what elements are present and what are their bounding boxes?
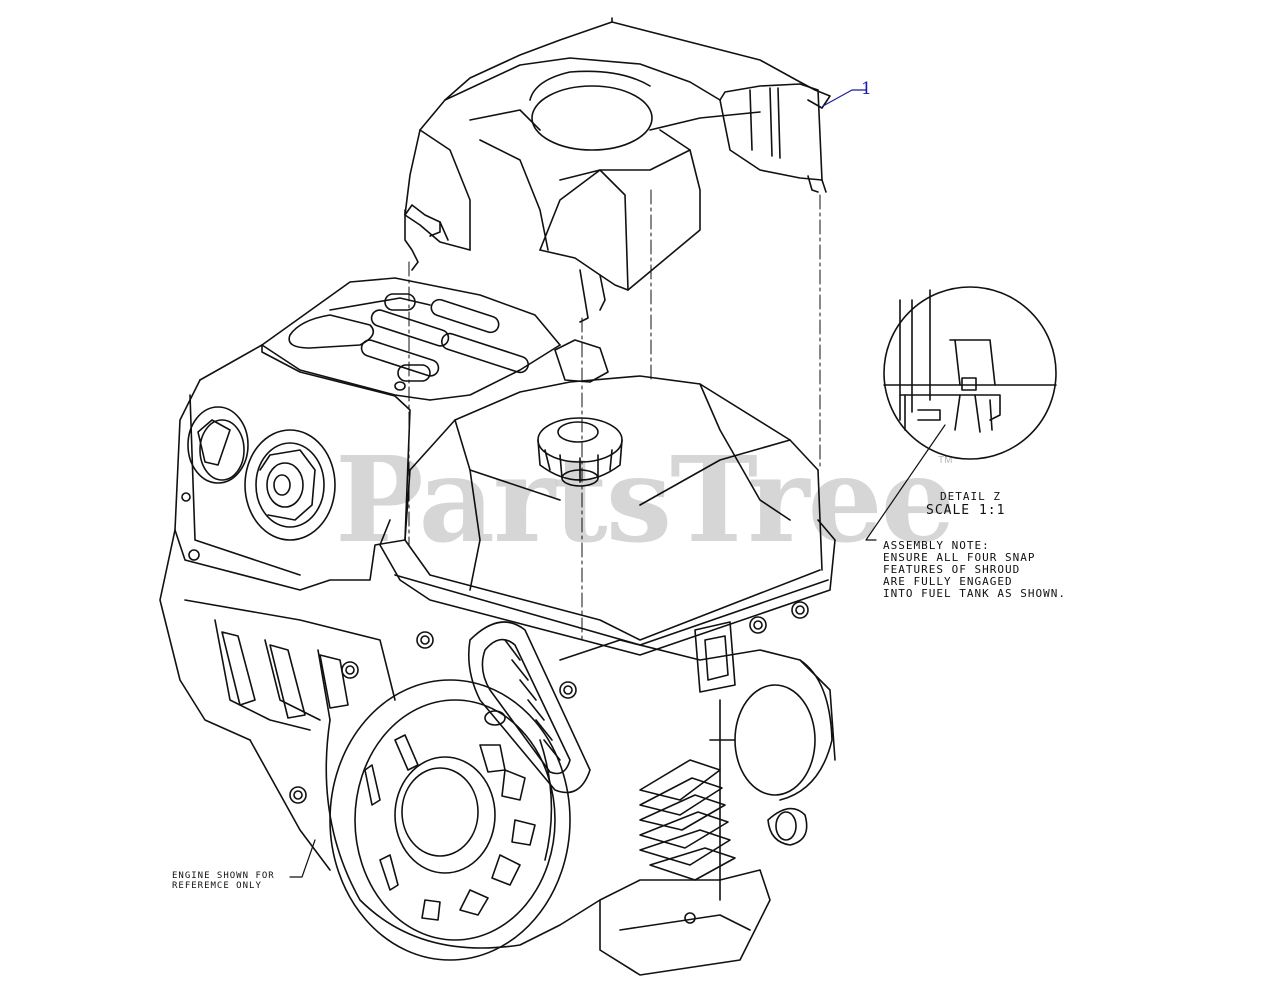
assembly-note-line: ARE FULLY ENGAGED [883,575,1013,588]
callout-leader [822,89,867,107]
engine-note: ENGINE SHOWN FOR REFEREMCE ONLY [172,871,275,891]
assembly-note: ASSEMBLY NOTE: ENSURE ALL FOUR SNAP FEAT… [883,540,1066,600]
recoil-starter-cover [325,679,601,961]
detail-leader [865,424,946,541]
choke-knob [187,406,249,484]
valve-cover-ribs [288,293,529,391]
block-vents [221,631,349,719]
fuel-cap [537,417,623,487]
assembly-note-line: FEATURES OF SHROUD [883,563,1021,576]
fuel-valve [244,429,336,541]
engine-note-line: REFEREMCE ONLY [172,881,262,891]
detail-title: DETAIL Z [940,490,1001,503]
shroud-part[interactable] [404,17,831,323]
engine-reference-drawing [159,277,836,976]
detail-scale: SCALE 1:1 [926,503,1006,518]
assembly-note-line: ASSEMBLY NOTE: [883,539,990,552]
callout-number[interactable]: 1 [861,79,872,99]
assembly-note-line: INTO FUEL TANK AS SHOWN. [883,587,1066,600]
detail-z-circle [883,286,1057,460]
watermark: PartsTree [335,430,956,569]
engine-note-line: ENGINE SHOWN FOR [172,871,275,881]
watermark-tm: TM [938,455,953,466]
assembly-note-line: ENSURE ALL FOUR SNAP [883,551,1036,564]
alignment-lines [408,189,821,641]
engine-note-leader [289,839,316,878]
